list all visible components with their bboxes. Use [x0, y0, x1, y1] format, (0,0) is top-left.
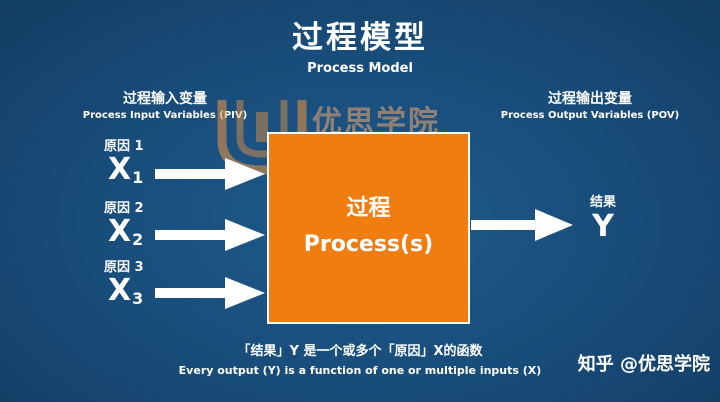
- diagram-title: 过程模型: [292, 20, 428, 56]
- process-box: [267, 132, 470, 324]
- cause-var-1: X1: [108, 152, 144, 188]
- footnote: 「结果」Y 是一个或多个「原因」X的函数: [237, 344, 483, 359]
- inputs-header-en: Process Input Variables (PIV): [82, 110, 248, 121]
- cause-label-1: 原因 1: [104, 139, 144, 154]
- cause-label-2: 原因 2: [104, 201, 144, 216]
- process-label-en: Process(s): [303, 232, 434, 257]
- result-label: 结果: [589, 195, 616, 210]
- outputs-header: 过程输出变量: [548, 91, 632, 107]
- input-arrow-2: [155, 219, 265, 251]
- outputs-header-en: Process Output Variables (POV): [500, 110, 680, 121]
- result-var: Y: [592, 209, 614, 244]
- input-arrow-1: [155, 158, 265, 190]
- cause-var-3: X3: [108, 273, 144, 309]
- cause-label-3: 原因 3: [104, 260, 144, 275]
- inputs-header: 过程输入变量: [123, 91, 207, 107]
- footnote-en: Every output (Y) is a function of one or…: [178, 364, 542, 377]
- output-arrow: [471, 209, 573, 241]
- diagram-subtitle: Process Model: [307, 61, 413, 76]
- cause-var-2: X2: [108, 214, 144, 250]
- input-arrow-3: [155, 277, 265, 309]
- process-label: 过程: [346, 196, 391, 221]
- credit-watermark: 知乎 @优思学院: [577, 354, 710, 375]
